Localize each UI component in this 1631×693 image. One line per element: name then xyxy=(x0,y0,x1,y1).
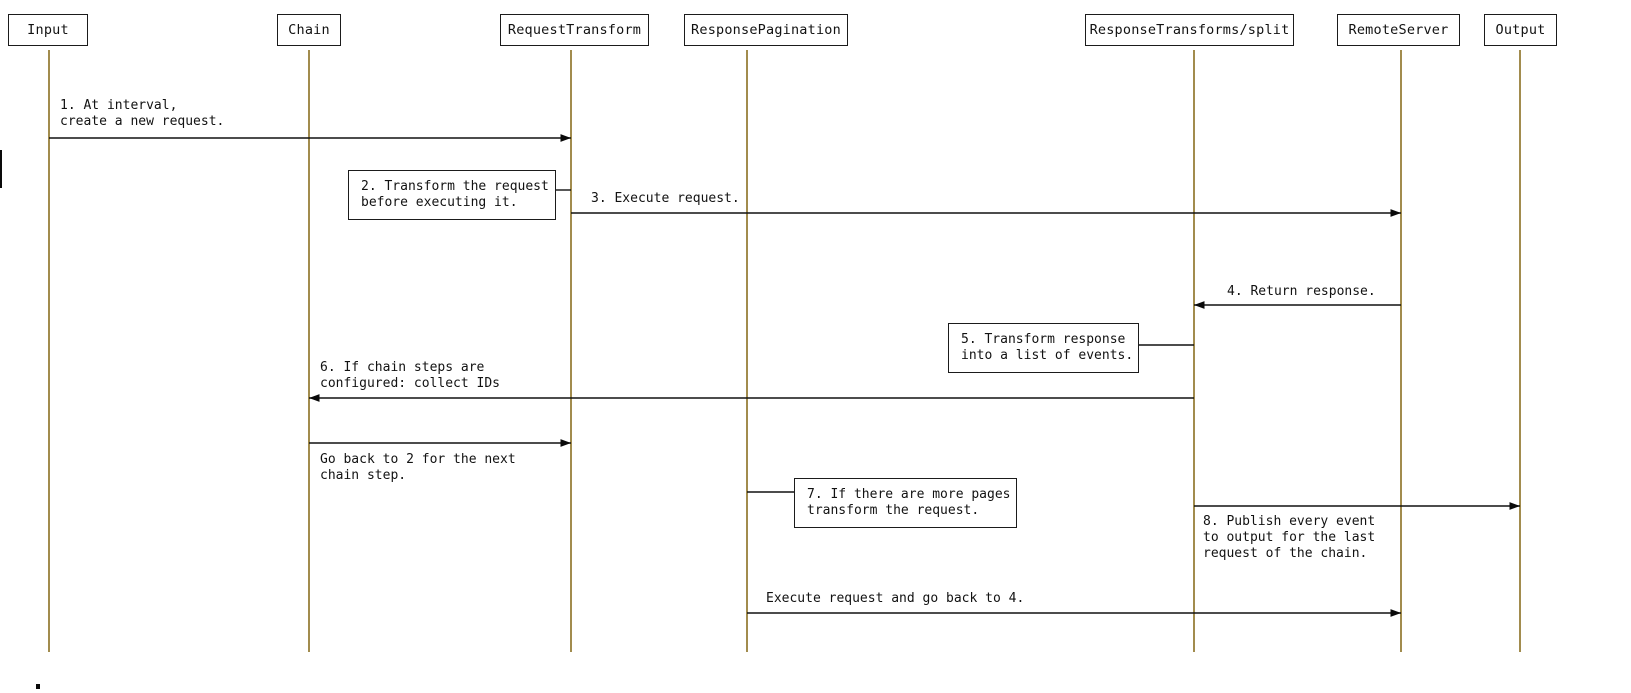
participant-label: RemoteServer xyxy=(1348,22,1449,38)
message-label-msg-8: 8. Publish every event to output for the… xyxy=(1203,514,1376,562)
message-label-msg-4: 4. Return response. xyxy=(1227,284,1376,299)
message-label-msg-1: 1. At interval, create a new request. xyxy=(60,98,225,130)
messages-group xyxy=(49,134,1520,617)
note-connectors-group xyxy=(556,189,1194,493)
message-label-msg-3: 3. Execute request. xyxy=(591,191,740,206)
participant-responsepagination[interactable]: ResponsePagination xyxy=(684,14,848,46)
participant-label: Chain xyxy=(288,22,330,38)
participant-label: ResponsePagination xyxy=(691,22,841,38)
left-edge-mark-top xyxy=(0,150,2,188)
participant-responsetransforms[interactable]: ResponseTransforms/split xyxy=(1085,14,1294,46)
note-note-5[interactable]: 5. Transform response into a list of eve… xyxy=(948,323,1139,374)
participant-requesttransform[interactable]: RequestTransform xyxy=(500,14,649,46)
lifelines-group xyxy=(48,50,1521,652)
participant-label: ResponseTransforms/split xyxy=(1089,22,1290,38)
participant-label: RequestTransform xyxy=(507,22,642,38)
note-note-7[interactable]: 7. If there are more pages transform the… xyxy=(794,478,1017,529)
left-edge-mark-bottom xyxy=(36,684,40,689)
message-label-msg-goback: Go back to 2 for the next chain step. xyxy=(320,452,516,484)
participant-remoteserver[interactable]: RemoteServer xyxy=(1337,14,1460,46)
message-label-msg-6: 6. If chain steps are configured: collec… xyxy=(320,360,501,392)
participant-output[interactable]: Output xyxy=(1484,14,1557,46)
note-note-2[interactable]: 2. Transform the request before executin… xyxy=(348,170,556,221)
participant-input[interactable]: Input xyxy=(8,14,88,46)
message-label-msg-final: Execute request and go back to 4. xyxy=(766,591,1025,606)
participant-label: Input xyxy=(27,22,69,38)
participant-label: Output xyxy=(1495,22,1546,38)
participant-chain[interactable]: Chain xyxy=(277,14,341,46)
